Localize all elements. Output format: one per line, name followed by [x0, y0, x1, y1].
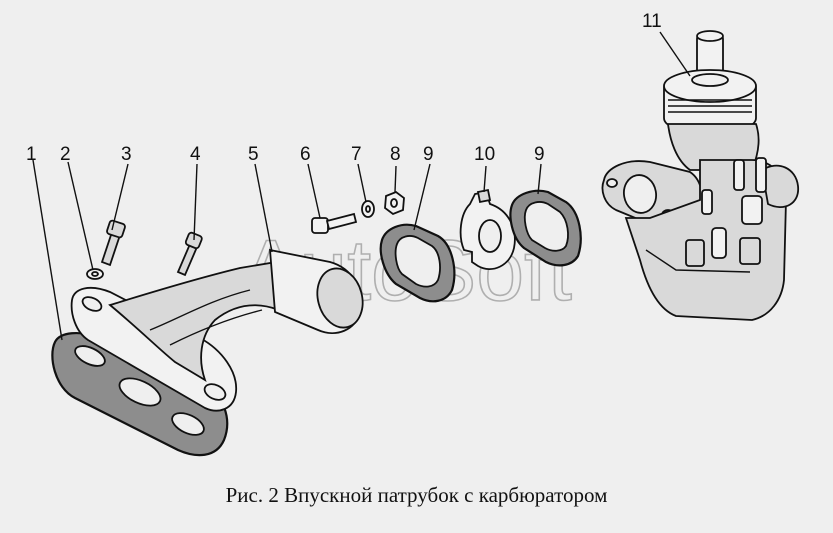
label-8: 8: [390, 144, 401, 165]
label-11: 11: [642, 11, 662, 32]
label-7: 7: [351, 144, 362, 165]
leader-lines: [32, 31, 691, 341]
part-11-carburetor: [601, 30, 799, 321]
label-9-left: 9: [423, 144, 434, 165]
part-8-nut: [384, 190, 405, 216]
part-number-labels: 1 2 3 4 5 6 7 8 9 10 9 11: [26, 11, 662, 165]
part-6-bolt: [311, 212, 358, 234]
part-7-washer: [361, 200, 375, 218]
label-2: 2: [60, 144, 71, 165]
part-1-flange-gasket: [51, 332, 229, 457]
label-6: 6: [300, 144, 311, 165]
part-10-lock-plate: [459, 188, 516, 270]
part-9-gasket-left: [379, 223, 456, 303]
part-9-gasket-right: [509, 189, 582, 267]
label-9-right: 9: [534, 144, 545, 165]
part-4-bolt: [176, 231, 203, 277]
figure-caption: Рис. 2 Впускной патрубок с карбюратором: [225, 483, 608, 507]
label-10: 10: [474, 144, 495, 165]
part-3-bolt: [100, 219, 126, 267]
label-1: 1: [26, 144, 37, 165]
part-5-intake-manifold: [70, 248, 364, 412]
label-5: 5: [248, 144, 259, 165]
part-2-spring-washer: [86, 268, 104, 280]
label-4: 4: [190, 144, 201, 165]
label-3: 3: [121, 144, 132, 165]
